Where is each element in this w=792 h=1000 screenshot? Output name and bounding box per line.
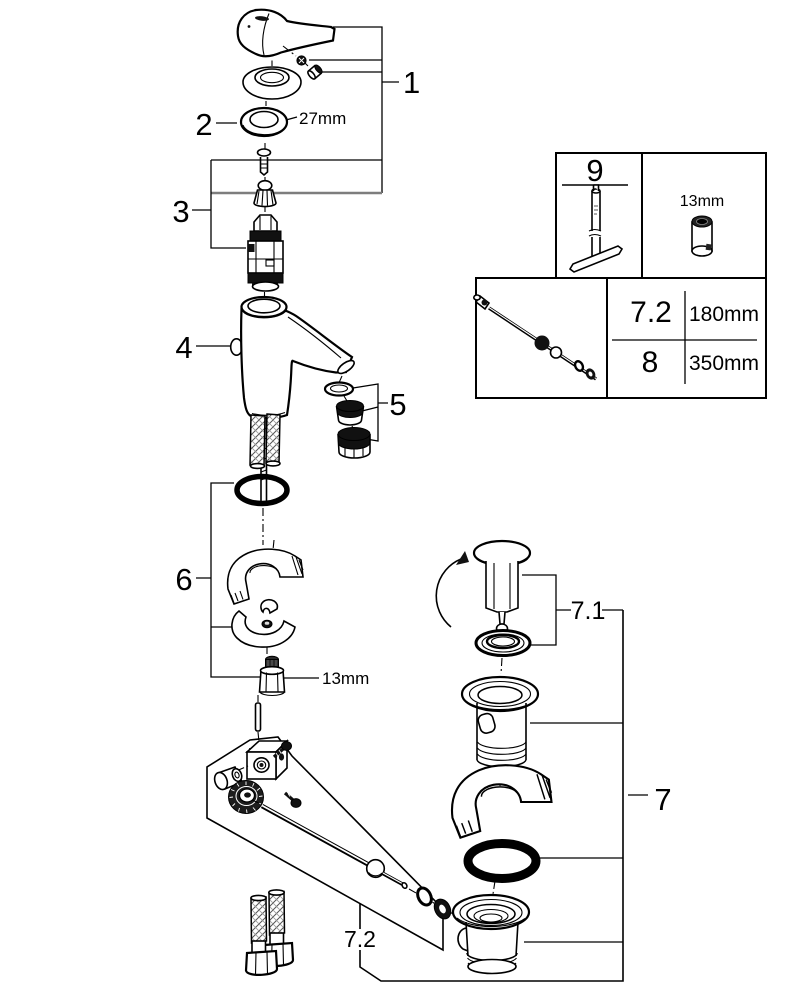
- table-length-350: 350mm: [689, 352, 759, 375]
- callout-1: 1: [403, 65, 420, 100]
- handle-screw: [296, 55, 307, 66]
- dome-escutcheon: [242, 66, 302, 100]
- horizontal-rod: [260, 803, 408, 890]
- clamp-screw-upper: [272, 741, 292, 759]
- clamp-screw-lower: [283, 791, 302, 808]
- plug-seal-washer: [474, 629, 532, 657]
- plug-body: [485, 561, 519, 634]
- handle-slot: [255, 16, 269, 21]
- callout-3: 3: [172, 194, 189, 229]
- callout-2: 2: [195, 107, 212, 142]
- part6-mounting-set: [226, 473, 304, 697]
- stabilizer-wedge: [226, 548, 304, 605]
- table-part-8: 8: [642, 346, 659, 379]
- callout-7: 7: [654, 782, 671, 817]
- waste-o-ring: [463, 839, 541, 883]
- part4-faucet-body: [229, 295, 355, 503]
- base-o-ring: [234, 473, 290, 507]
- callout-6: 6: [175, 562, 192, 597]
- handle-plug: [307, 64, 323, 80]
- hose-left: [244, 894, 279, 976]
- socket-tool-13mm: [691, 215, 713, 257]
- callout-5: 5: [389, 387, 406, 422]
- callout-labels: 1 2 3 4 5 6 7 7.1 7.2 27mm 13mm: [172, 65, 671, 952]
- pivot-pin: [254, 702, 262, 732]
- table-part-7-2: 7.2: [630, 296, 672, 329]
- dim-27mm: 27mm: [299, 109, 346, 128]
- rotate-arrow: [435, 558, 462, 628]
- part1-lever-handle: [236, 8, 336, 100]
- part3-cartridge-assembly: [247, 143, 284, 299]
- tool-callout-9: 9: [586, 153, 603, 188]
- aerator-gasket: [323, 381, 355, 397]
- dim-13mm: 13mm: [322, 669, 369, 688]
- cartridge-adapter: [253, 179, 277, 208]
- service-tool-9: [568, 184, 624, 273]
- part5-aerator: [323, 381, 371, 459]
- collar-seat: [240, 295, 288, 319]
- waste-upper-body: [460, 675, 540, 768]
- rod-o-ring-small: [416, 886, 433, 907]
- part7-2-popup-rod-set: [206, 695, 456, 952]
- part8-supply-hoses: [244, 889, 295, 976]
- rod-seal-ring: [433, 898, 452, 920]
- cartridge-body: [247, 214, 284, 292]
- aerator-shell: [337, 427, 371, 459]
- socket-size-label: 13mm: [680, 193, 724, 210]
- knurled-nut: [228, 780, 264, 814]
- callout-4: 4: [175, 330, 192, 365]
- callout-7-2: 7.2: [344, 926, 376, 952]
- info-panel: 9 13mm 7.2 180mm 8 350mm: [472, 152, 767, 399]
- table-length-180: 180mm: [689, 303, 759, 326]
- supply-hose-stubs: [249, 413, 281, 503]
- size-table-box: [475, 277, 767, 399]
- waste-lower-body: [451, 893, 531, 975]
- callout-7-1: 7.1: [571, 597, 606, 625]
- rod-icon: [472, 294, 597, 381]
- part2-retaining-ring: [239, 101, 289, 138]
- cartridge-screw: [256, 148, 272, 177]
- callout-lines: [192, 26, 648, 982]
- rod-clamp-block: [244, 739, 289, 781]
- mounting-nut-13mm: [258, 655, 286, 697]
- part7-1-popup-plug: [435, 539, 532, 675]
- part7-waste-set: [450, 675, 553, 975]
- horseshoe-washer: [231, 598, 296, 648]
- waste-wedge: [450, 764, 553, 839]
- aerator-insert: [335, 400, 365, 426]
